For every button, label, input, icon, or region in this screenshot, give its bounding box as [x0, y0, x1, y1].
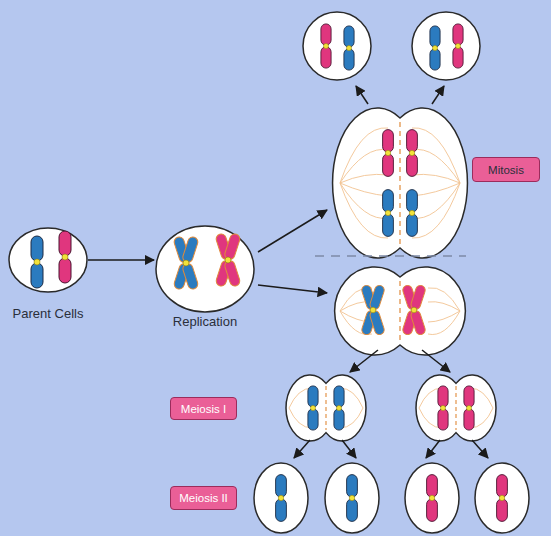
dividing-cell	[333, 108, 468, 258]
gamete-cell	[475, 463, 529, 533]
replicated-chromosome	[215, 233, 241, 287]
spindle-fibers	[289, 388, 363, 428]
chromosome	[453, 24, 463, 68]
dividing-cell	[335, 267, 466, 355]
stage-label: Meiosis I	[181, 403, 226, 415]
meiosis-cell	[416, 375, 496, 441]
arrow	[432, 86, 444, 104]
stage-label: Meiosis II	[179, 492, 228, 504]
division-line	[325, 386, 326, 430]
arrow	[356, 86, 368, 104]
chromosome	[383, 130, 394, 177]
daughter-cell	[303, 12, 371, 80]
chromosome	[321, 24, 331, 68]
division-line	[399, 281, 400, 341]
chromosome	[497, 475, 508, 522]
arrow	[342, 440, 356, 458]
cell-membrane	[156, 226, 254, 312]
parent-cell: Parent Cells	[8, 227, 88, 293]
meiosis-cell	[286, 375, 366, 441]
replicated-chromosome	[402, 284, 427, 336]
stage-label: Mitosis	[488, 164, 524, 176]
chromosome	[31, 236, 43, 288]
separator-line	[315, 255, 466, 256]
process-arrow	[88, 259, 154, 261]
chromosome	[334, 386, 344, 430]
cell-label: Parent Cells	[0, 306, 118, 321]
arrow	[258, 285, 327, 293]
chromosome	[308, 386, 318, 430]
spindle-fibers	[340, 128, 460, 238]
arrow	[350, 350, 378, 372]
cell-label: Replication	[125, 314, 285, 329]
chromosome	[464, 386, 474, 430]
gamete-cell	[405, 463, 459, 533]
gamete-cell	[325, 463, 379, 533]
replication-cell: Replication	[155, 225, 255, 313]
cell-outline	[8, 227, 88, 293]
gamete-cell	[254, 463, 308, 533]
replicated-chromosome	[173, 236, 199, 290]
cell-outline	[155, 225, 255, 313]
stage-tag: Mitosis	[472, 157, 540, 182]
spindle-fibers	[419, 388, 493, 428]
chromosome	[407, 130, 418, 177]
arrow	[426, 440, 440, 458]
replicated-chromosome	[361, 284, 386, 336]
cell-membrane	[9, 228, 87, 292]
stage-tag: Meiosis I	[170, 397, 237, 420]
chromosome	[344, 26, 354, 70]
spindle-fibers	[340, 288, 460, 335]
chromosome	[438, 386, 448, 430]
arrow	[422, 350, 450, 372]
chromosome	[276, 475, 287, 522]
daughter-cell	[412, 12, 480, 80]
chromosome	[383, 190, 394, 237]
division-line	[399, 122, 400, 244]
arrow	[294, 440, 310, 458]
stage-tag: Meiosis II	[170, 486, 237, 510]
chromosome	[407, 190, 418, 237]
arrow	[258, 210, 327, 252]
chromosome	[347, 475, 358, 522]
chromosome	[427, 475, 438, 522]
chromosome	[430, 26, 440, 70]
division-line	[455, 386, 456, 430]
chromosome	[59, 231, 71, 283]
arrow	[472, 440, 488, 458]
